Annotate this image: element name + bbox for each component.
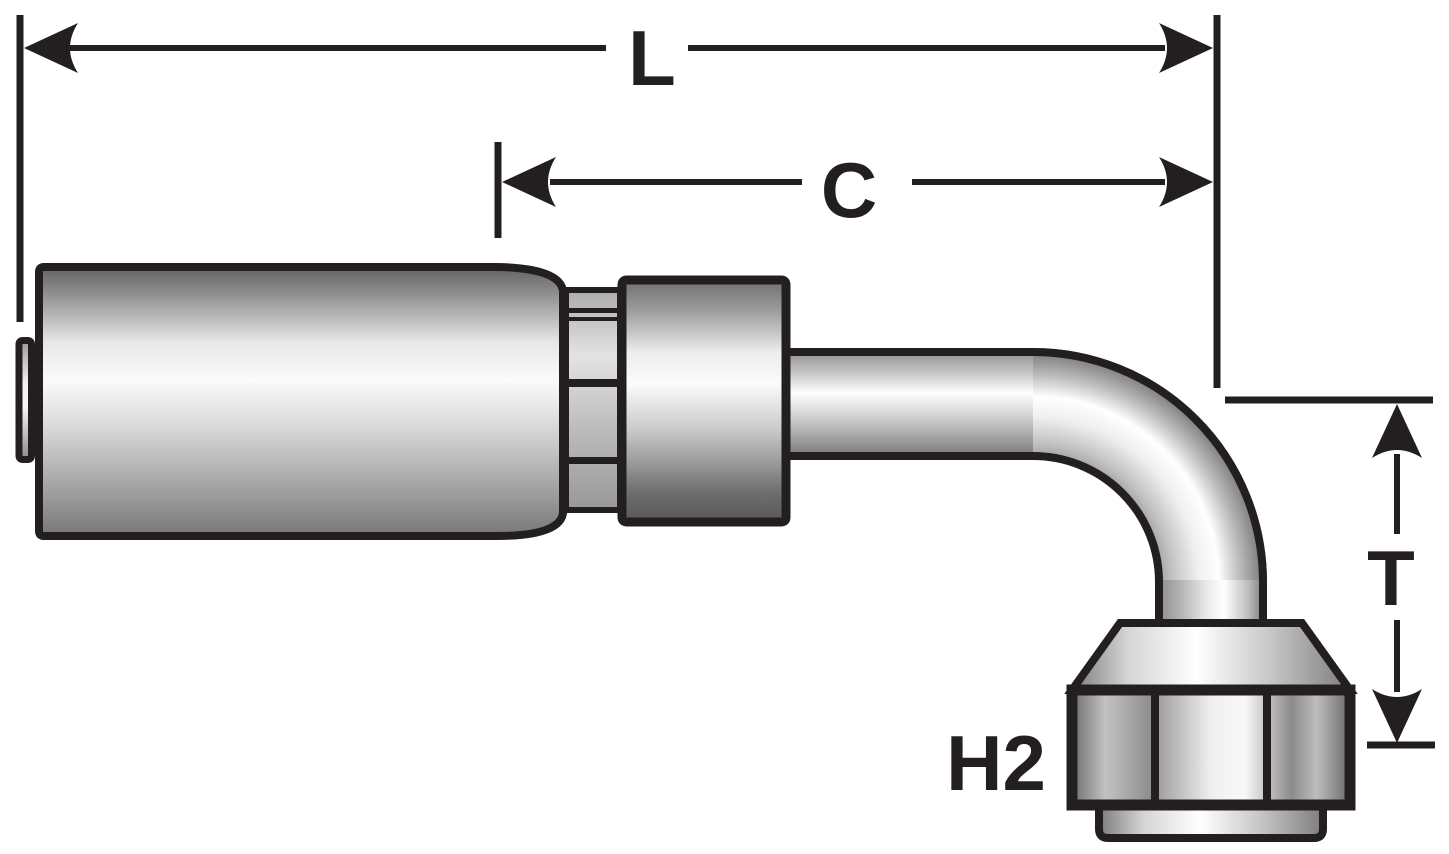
dim-L-arrowhead-left (24, 23, 78, 73)
neck-stripe (569, 379, 620, 387)
collar (617, 275, 791, 527)
tube-bend-fill (1033, 348, 1267, 582)
dim-label-L: L (628, 14, 676, 102)
dim-T-arrowhead-up (1372, 404, 1422, 458)
dim-label-H2: H2 (946, 719, 1046, 807)
dim-L (16, 15, 1213, 322)
tube-inner-edge (780, 452, 1163, 634)
dim-C (494, 142, 1213, 238)
neck-stripe (569, 457, 620, 464)
dim-L-arrowhead-right (1159, 23, 1213, 73)
end-disc (15, 337, 35, 463)
flare-cone (1064, 619, 1358, 694)
dim-label-C: C (821, 146, 877, 234)
crimp-shell (35, 263, 567, 540)
neck-stripes (569, 308, 620, 464)
neck-rings (563, 287, 623, 513)
dim-T (1225, 396, 1435, 749)
dim-C-arrowhead-left (502, 157, 556, 207)
tube-outer-edge (780, 348, 1267, 634)
hex-nut (1066, 684, 1356, 811)
tube-horizontal-fill (784, 350, 1035, 458)
dim-C-arrowhead-right (1159, 157, 1213, 207)
nut-skirt (1095, 801, 1327, 842)
fitting-body (15, 263, 1358, 842)
dim-label-T: T (1367, 534, 1415, 622)
neck-stripe (569, 308, 620, 313)
neck-stripe (569, 317, 620, 321)
dim-T-arrowhead-down (1372, 689, 1422, 743)
